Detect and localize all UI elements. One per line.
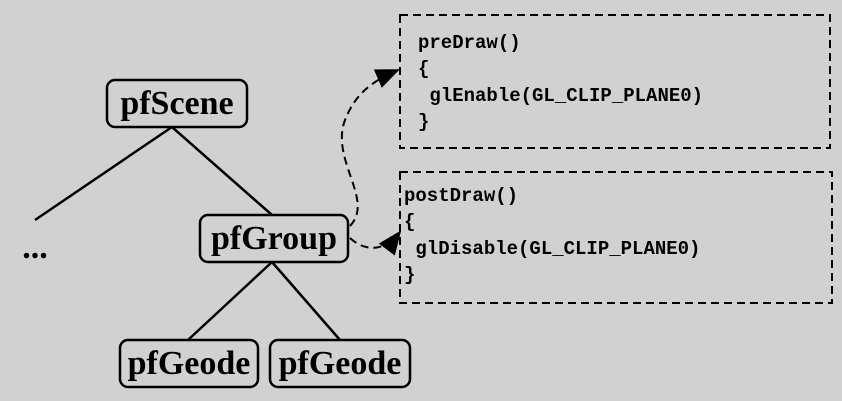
node-geode2-box (268, 338, 412, 389)
predraw-line-3: glEnable(GL_CLIP_PLANE0) (418, 85, 703, 107)
predraw-box (399, 14, 831, 149)
predraw-line-4: } (418, 111, 429, 133)
node-group-box (198, 213, 350, 264)
postdraw-line-3: glDisable(GL_CLIP_PLANE0) (404, 238, 700, 260)
edge-group-geode1 (187, 261, 273, 341)
postdraw-line-4: } (404, 264, 415, 286)
postdraw-line-1: postDraw() (404, 185, 518, 207)
node-scene-box (105, 78, 249, 129)
predraw-line-2: { (418, 58, 429, 80)
node-group: pfGroup (211, 220, 337, 257)
node-scene: pfScene (120, 85, 233, 122)
postdraw-callback-arrow (349, 230, 402, 256)
predraw-callback-arrow (340, 69, 400, 227)
node-geode1-box (118, 338, 260, 389)
postdraw-line-2: { (404, 211, 415, 233)
node-geode-1: pfGeode (128, 345, 251, 382)
edge-scene-group (171, 126, 273, 216)
ellipsis: ... (22, 229, 48, 266)
predraw-line-1: preDraw() (418, 32, 521, 54)
node-geode-2: pfGeode (279, 345, 402, 382)
edge-scene-ellipsis (34, 125, 173, 222)
edge-group-geode2 (271, 261, 341, 341)
